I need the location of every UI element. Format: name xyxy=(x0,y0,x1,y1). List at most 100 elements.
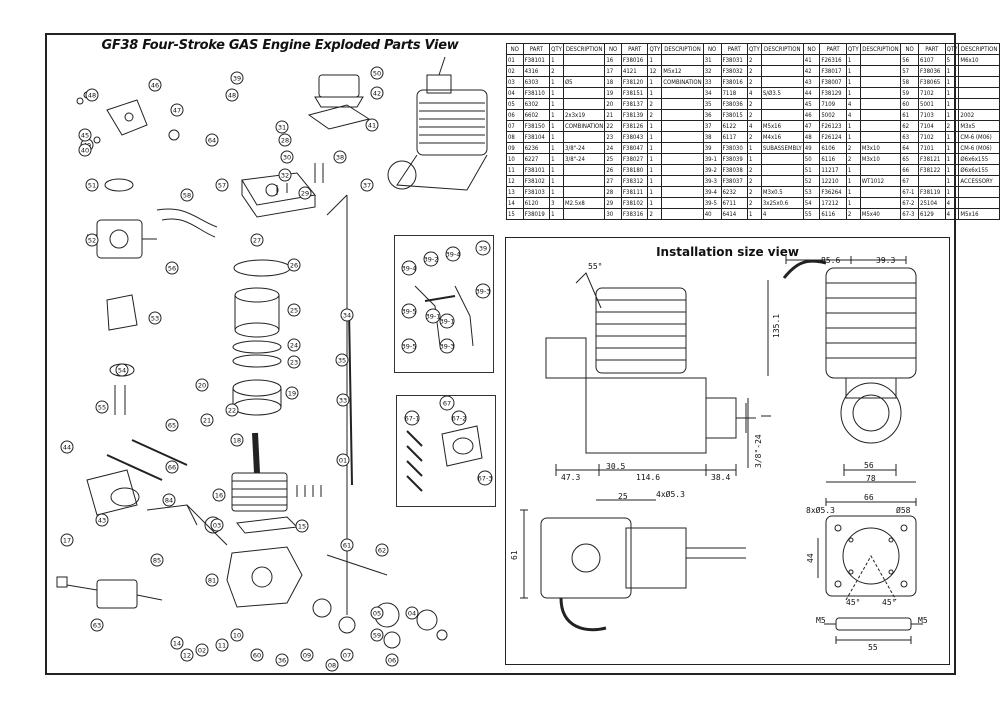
part-callout: 17 xyxy=(60,533,74,547)
table-cell: Ø6x6x155 xyxy=(958,153,1000,165)
part-callout: 67-2 xyxy=(451,410,467,426)
table-cell xyxy=(661,175,704,187)
table-cell: 02 xyxy=(506,65,524,77)
table-cell: 3/8"-24 xyxy=(562,142,606,154)
table-cell: 1 xyxy=(549,164,564,176)
part-callout: 39-1 xyxy=(425,308,441,324)
table-cell: 17212 xyxy=(819,197,847,209)
part-callout-label: 27 xyxy=(253,237,261,245)
standoff-bolt xyxy=(824,617,923,644)
table-cell: 1 xyxy=(845,65,861,77)
part-callout: 57 xyxy=(215,178,229,192)
table-cell xyxy=(859,131,902,143)
table-cell: 04 xyxy=(506,87,524,99)
table-cell: 64 xyxy=(900,142,920,154)
table-cell: F38122 xyxy=(918,164,946,176)
table-cell: F38119 xyxy=(918,186,946,198)
part-callout-label: 30 xyxy=(283,154,291,162)
table-cell: 15 xyxy=(506,208,524,220)
table-cell: 60 xyxy=(900,98,920,110)
table-cell: 1 xyxy=(747,153,762,165)
table-cell: 66 xyxy=(900,164,920,176)
table-header-cell: NO xyxy=(702,43,722,55)
table-cell: 2 xyxy=(747,131,762,143)
part-callout-label: 26 xyxy=(290,262,298,270)
table-cell: 67-1 xyxy=(900,186,920,198)
table-cell: 4 xyxy=(845,109,861,121)
table-cell: 6414 xyxy=(720,208,749,220)
connecting-rod xyxy=(252,432,260,474)
table-cell: 1 xyxy=(944,109,960,121)
part-callout-label: 39 xyxy=(233,75,241,83)
table-header-cell: DESCRIPTION xyxy=(859,43,902,55)
part-callout: 64 xyxy=(205,133,219,147)
table-cell: 13 xyxy=(506,186,524,198)
table-cell: M3x10 xyxy=(859,153,902,165)
table-cell: M3x10 xyxy=(859,142,902,154)
part-callout-label: 38 xyxy=(336,154,344,162)
table-cell xyxy=(661,186,704,198)
table-cell: F38017 xyxy=(819,65,847,77)
pushrod-65 xyxy=(131,439,188,466)
part-callout: 41 xyxy=(365,118,379,132)
table-cell: 36 xyxy=(702,109,722,121)
dim-44: 44 xyxy=(806,553,815,563)
table-cell: M6x10 xyxy=(958,54,1000,66)
table-cell: 55 xyxy=(802,208,821,220)
part-callout-label: 06 xyxy=(388,657,396,665)
table-cell: WT1012 xyxy=(859,175,902,187)
part-callout: 39-1 xyxy=(439,313,455,329)
table-header-cell: NO xyxy=(900,43,920,55)
part-callout: 62 xyxy=(375,543,389,557)
table-cell xyxy=(562,65,606,77)
table-cell: 4 xyxy=(944,197,960,209)
part-callout: 40 xyxy=(78,143,92,157)
table-cell: F38030 xyxy=(720,142,749,154)
table-cell xyxy=(562,208,606,220)
dim-85-6: 85.6 xyxy=(821,256,841,265)
table-cell: 1 xyxy=(647,76,663,88)
part-callout: 43 xyxy=(95,513,109,527)
table-cell: 16 xyxy=(604,54,622,66)
table-cell: 58 xyxy=(900,76,920,88)
table-cell: 67-3 xyxy=(900,208,920,220)
part-callout-label: 07 xyxy=(343,652,351,660)
table-cell: CM-6 (M06) xyxy=(958,131,1000,143)
table-cell: S/Ø3.5 xyxy=(760,87,804,99)
part-callout: 55 xyxy=(95,400,109,414)
table-cell: 39-5 xyxy=(702,197,722,209)
valve-cover xyxy=(307,74,371,130)
table-cell: 2 xyxy=(845,142,861,154)
table-cell: 2002 xyxy=(958,109,1000,121)
table-cell: F38121 xyxy=(918,153,946,165)
part-callout: 26 xyxy=(287,258,301,272)
part-callout-label: 67-3 xyxy=(478,475,493,483)
ignition-module xyxy=(56,576,163,609)
part-callout-label: 39-4 xyxy=(402,265,417,273)
part-callout: 58 xyxy=(180,188,194,202)
part-callout: 25 xyxy=(287,303,301,317)
part-callout-label: 22 xyxy=(228,407,236,415)
front-dim-bottom xyxy=(826,464,916,483)
mount-dim-top xyxy=(825,498,917,506)
table-cell: 37 xyxy=(702,120,722,132)
part-callout: 09 xyxy=(300,648,314,662)
table-cell: 12210 xyxy=(819,175,847,187)
table-cell: Ø6x6x155 xyxy=(958,164,1000,176)
part-callout-label: 35 xyxy=(338,357,346,365)
table-cell xyxy=(661,131,704,143)
part-callout-label: 67 xyxy=(443,400,451,408)
table-cell: 1 xyxy=(647,120,663,132)
table-cell: 1 xyxy=(845,54,861,66)
table-cell: 2 xyxy=(747,175,762,187)
table-cell: 1 xyxy=(647,175,663,187)
part-callout: 63 xyxy=(90,618,104,632)
table-header-cell: DESCRIPTION xyxy=(661,43,704,55)
part-callout: 39 xyxy=(230,71,244,85)
table-cell xyxy=(958,87,1000,99)
table-cell: 47 xyxy=(802,120,821,132)
table-cell: 19 xyxy=(604,87,622,99)
